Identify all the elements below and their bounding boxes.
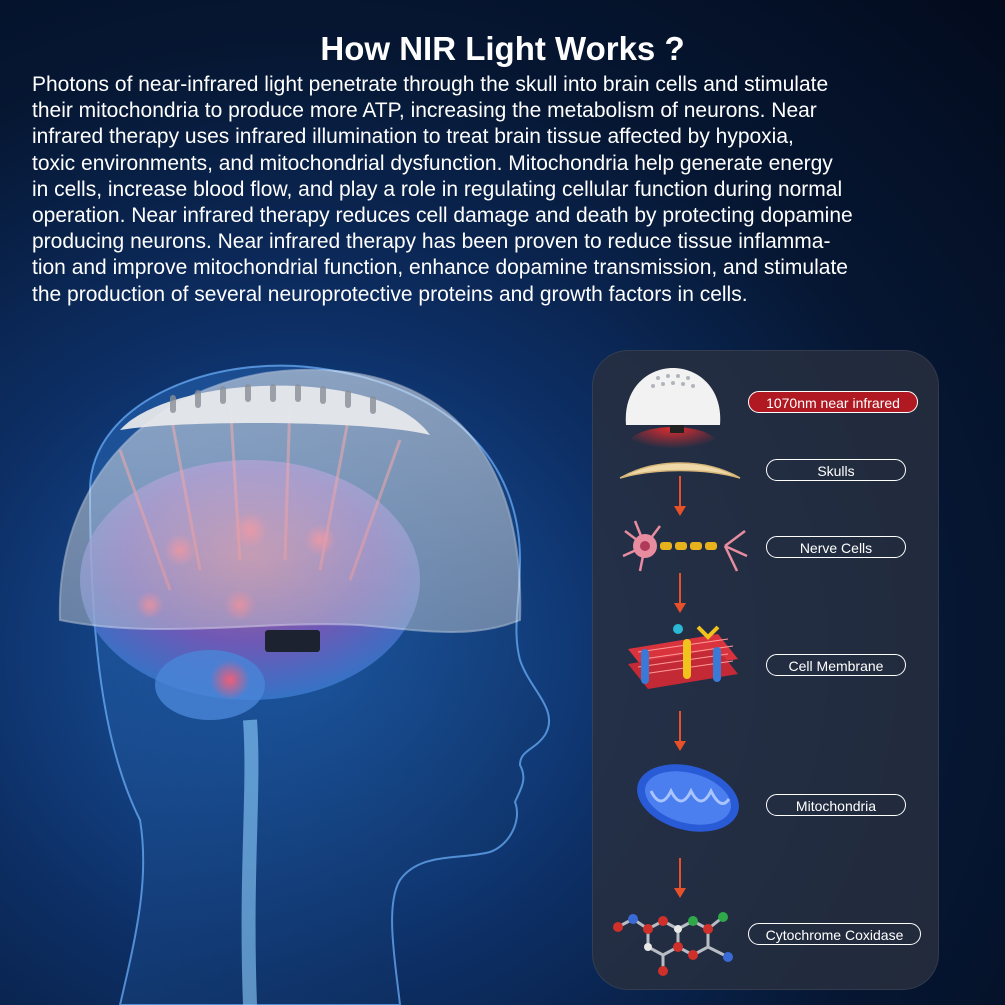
paragraph-line: operation. Near infrared therapy reduces…: [32, 204, 853, 228]
paragraph-line: tion and improve mitochondrial function,…: [32, 256, 848, 280]
skull-layer-icon: [619, 462, 741, 479]
wavelength-label: 1070nm near infrared: [748, 391, 918, 413]
paragraph-line: producing neurons. Near infrared therapy…: [32, 230, 831, 254]
helmet-strap: [265, 630, 320, 652]
description-paragraph: Photons of near-infrared light penetrate…: [32, 72, 977, 308]
paragraph-line: the production of several neuroprotectiv…: [32, 282, 748, 306]
cell-membrane-icon: [628, 624, 738, 689]
head-helmet-illustration: [58, 364, 551, 1005]
paragraph-line: in cells, increase blood flow, and play …: [32, 177, 843, 201]
arrow-down-icon: [674, 711, 686, 751]
paragraph-line: infrared therapy uses infrared illuminat…: [32, 125, 794, 149]
molecule-icon: [613, 912, 733, 976]
helmet-device-icon: [625, 368, 721, 448]
mitochondria-icon: [637, 764, 739, 832]
paragraph-line: toxic environments, and mitochondrial dy…: [32, 151, 833, 175]
spinal-cord: [241, 719, 259, 1005]
step-label-cytochrome-coxidase: Cytochrome Coxidase: [748, 923, 921, 945]
step-label-cell-membrane: Cell Membrane: [766, 654, 906, 676]
arrow-down-icon: [674, 476, 686, 516]
nerve-cell-icon: [622, 520, 748, 572]
paragraph-line: Photons of near-infrared light penetrate…: [32, 73, 829, 96]
process-panel: 1070nm near infrared Skulls Nerve Cells: [592, 350, 939, 990]
paragraph-line: their mitochondria to produce more ATP, …: [32, 99, 817, 123]
step-label-mitochondria: Mitochondria: [766, 794, 906, 816]
step-label-nerve-cells: Nerve Cells: [766, 536, 906, 558]
helmet-vents: [170, 384, 376, 414]
page-title: How NIR Light Works ?: [320, 30, 685, 67]
arrow-down-icon: [674, 573, 686, 613]
step-label-skulls: Skulls: [766, 459, 906, 481]
arrow-down-icon: [674, 858, 686, 898]
